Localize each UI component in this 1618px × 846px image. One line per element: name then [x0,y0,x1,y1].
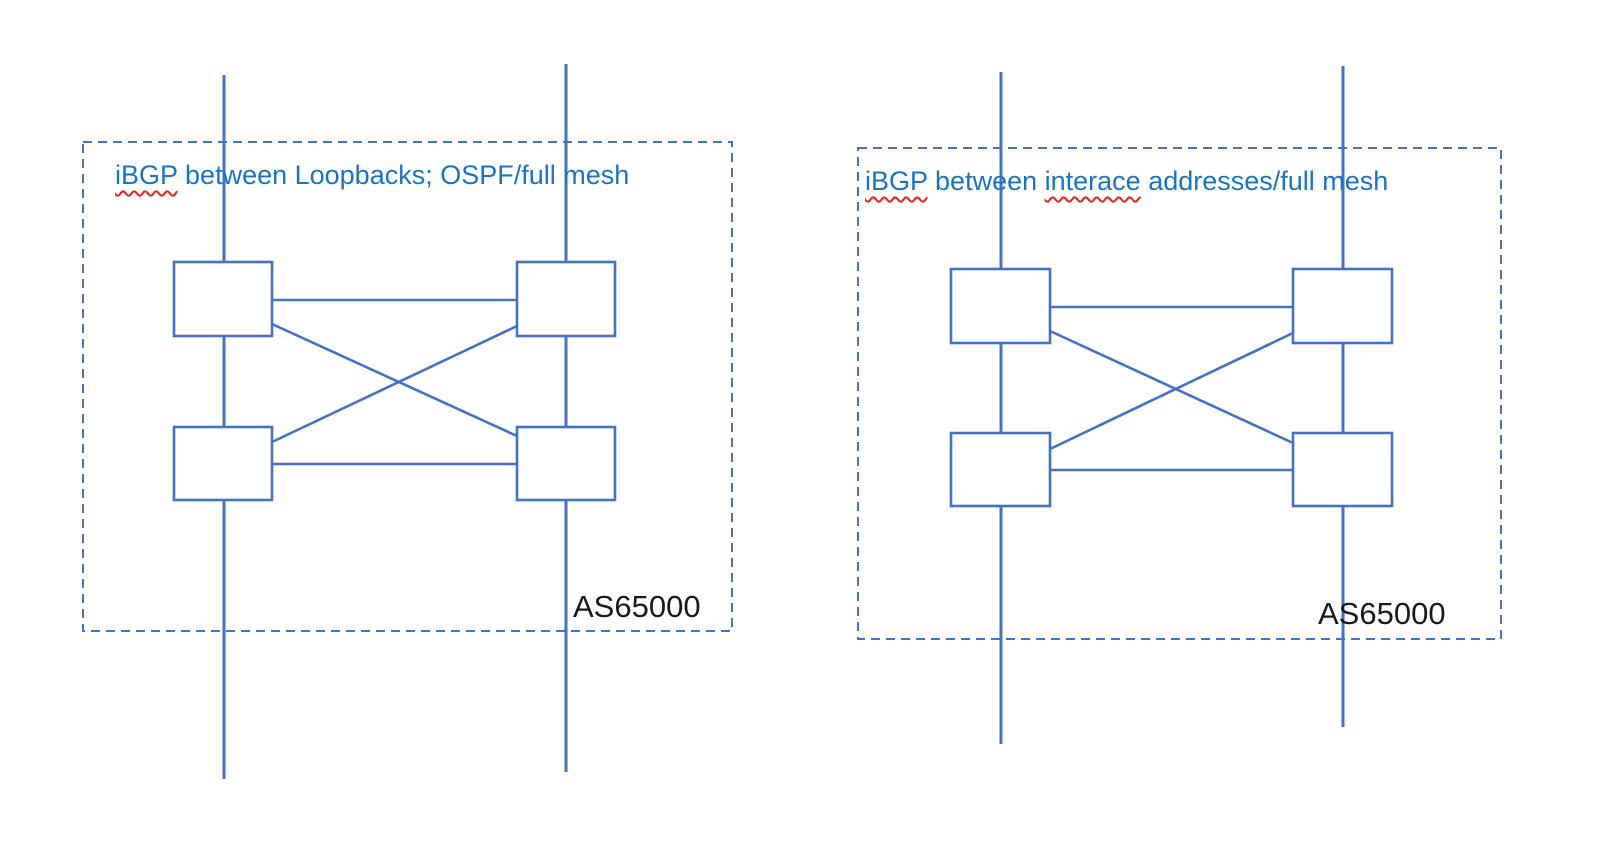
left-as-boundary [82,141,733,632]
left-link-diagonal-bl-tr [271,324,518,444]
right-router-top-right [1291,267,1394,345]
left-router-bottom-right [515,425,617,502]
left-router-top-left [172,260,274,338]
right-as-label: AS65000 [1318,596,1446,631]
right-as-boundary [857,147,1502,640]
left-title-word-ibgp: iBGP [115,160,178,190]
right-title-word-ibgp: iBGP [865,166,928,196]
right-title-mid: between [927,166,1045,196]
right-diagram-title: iBGP between interace addresses/full mes… [865,166,1388,197]
right-title-word-interace: interace [1044,166,1141,196]
left-title-rest: between Loopbacks; OSPF/full mesh [177,160,630,190]
left-diagram-title: iBGP between Loopbacks; OSPF/full mesh [115,160,629,191]
left-router-bottom-left [172,425,274,502]
left-link-diagonal-tl-br [271,322,518,438]
left-diagram [82,64,733,779]
right-router-bottom-left [949,431,1052,508]
right-diagram [857,66,1502,744]
right-router-bottom-right [1291,431,1394,508]
right-router-top-left [949,267,1052,345]
right-link-diagonal-tl-br [1049,329,1294,445]
left-router-top-right [515,260,617,338]
left-as-label: AS65000 [573,589,701,624]
right-link-diagonal-bl-tr [1049,331,1294,451]
right-title-rest: addresses/full mesh [1140,166,1389,196]
